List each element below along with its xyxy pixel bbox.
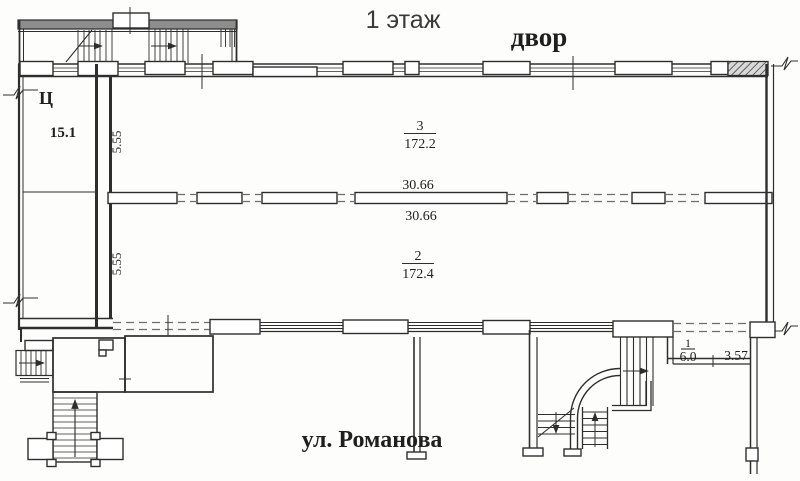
room2-area: 172.4: [402, 267, 434, 282]
street-wall: [18, 315, 776, 339]
courtyard-label: двор: [511, 22, 568, 52]
wall-break-mark: [771, 56, 798, 71]
cellar-mark-label: Ц: [39, 88, 53, 108]
wall-break-mark: [3, 85, 38, 100]
partition-wall: [107, 191, 773, 205]
street-staircase: [52, 391, 98, 463]
left-room-area-label: 15.1: [50, 125, 76, 141]
inner-wall: [95, 64, 112, 329]
room1-number: 1: [685, 336, 691, 350]
entrance-center-stair: [406, 330, 654, 460]
hatched-wall-block: [727, 60, 769, 77]
room1-label: 1 6.0: [680, 336, 697, 364]
room2-number: 2: [415, 249, 422, 264]
right-wall: [765, 56, 798, 338]
left-wall: [3, 64, 95, 330]
depth-dimension-upper: 5.55: [109, 131, 124, 154]
street-label: ул. Романова: [302, 427, 443, 453]
room2-label: 2 172.4: [402, 249, 434, 282]
entrance-left: [15, 328, 214, 468]
room3-area: 172.2: [404, 137, 436, 152]
vestibule-room: [124, 335, 214, 393]
entrance-right: [666, 337, 759, 474]
entry-width-dimension: 3.57: [724, 348, 748, 363]
wall-break-mark: [3, 293, 38, 308]
courtyard-wall: [18, 54, 769, 90]
wall-break-mark: [771, 321, 798, 336]
curved-wall: [569, 367, 621, 419]
length-dimension-upper: 30.66: [402, 178, 434, 193]
labels: 1 этаж двор ул. Романова Ц 15.1 5.55 5.5…: [39, 6, 748, 453]
room3-number: 3: [417, 119, 424, 134]
length-dimension-lower: 30.66: [405, 209, 437, 224]
room3-label: 3 172.2: [404, 119, 436, 152]
floor-title: 1 этаж: [366, 6, 441, 34]
depth-dimension-lower: 5.55: [109, 253, 124, 276]
room1-area: 6.0: [680, 349, 697, 364]
annex-staircase: [17, 7, 238, 64]
